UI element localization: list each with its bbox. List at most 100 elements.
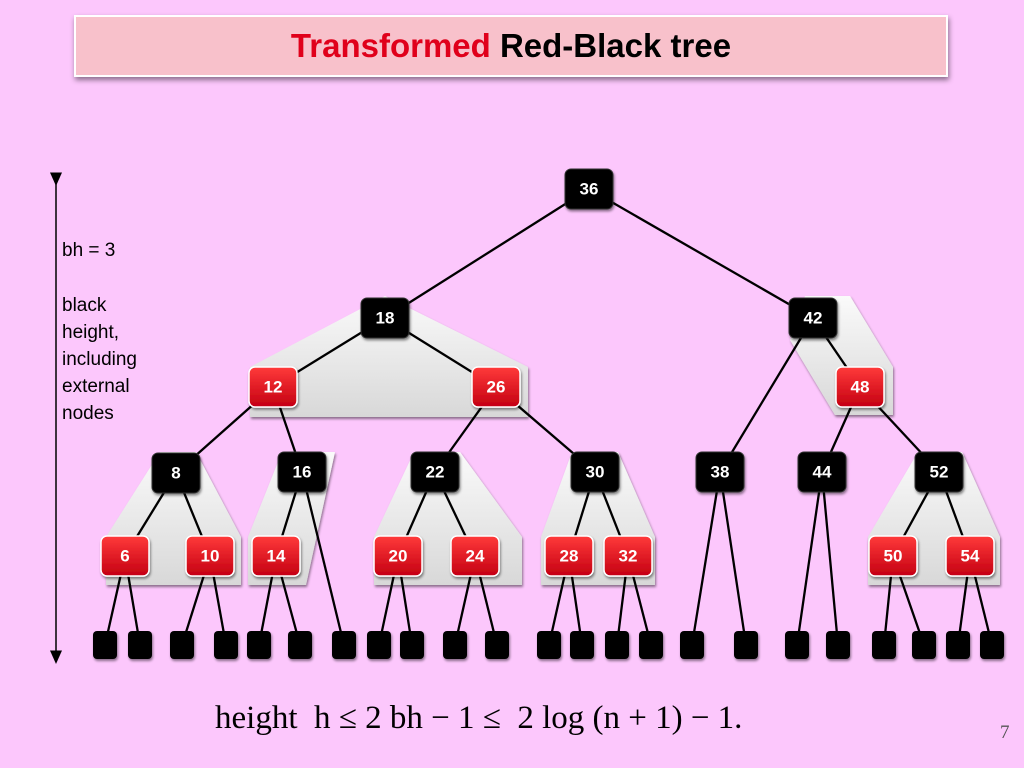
- node-box-44: [797, 451, 847, 493]
- external-leaf-node: [443, 631, 467, 659]
- external-leaf-node: [872, 631, 896, 659]
- title-transformed: Transformed: [290, 27, 491, 64]
- node-label-38: 38: [711, 463, 730, 482]
- tree-node-28: 28: [544, 535, 594, 577]
- node-label-6: 6: [120, 547, 129, 566]
- node-label-30: 30: [586, 463, 605, 482]
- annotation-line-5: nodes: [62, 403, 114, 424]
- edge-38-leaf: [718, 471, 748, 646]
- external-leaf-node: [214, 631, 238, 659]
- external-leaves: [93, 631, 1004, 659]
- node-box-50: [868, 535, 918, 577]
- external-leaf-node: [912, 631, 936, 659]
- external-leaf-node: [946, 631, 970, 659]
- page-number: 7: [1000, 722, 1010, 743]
- node-box-12: [248, 366, 298, 408]
- tree-node-24: 24: [450, 535, 500, 577]
- node-label-26: 26: [487, 378, 506, 397]
- slide-title: Transformed Red-Black tree: [74, 15, 948, 77]
- external-leaf-node: [288, 631, 312, 659]
- edge-44-leaf: [795, 471, 824, 646]
- external-leaf-node: [537, 631, 561, 659]
- node-label-18: 18: [376, 309, 395, 328]
- node-box-36: [564, 168, 614, 210]
- node-label-10: 10: [201, 547, 220, 566]
- external-leaf-node: [605, 631, 629, 659]
- node-box-6: [100, 535, 150, 577]
- tree-node-38: 38: [695, 451, 745, 493]
- node-box-42: [788, 297, 838, 339]
- tree-node-42: 42: [788, 297, 838, 339]
- node-label-12: 12: [264, 378, 283, 397]
- external-leaf-node: [332, 631, 356, 659]
- external-leaf-node: [980, 631, 1004, 659]
- tree-node-14: 14: [251, 535, 301, 577]
- tree-node-20: 20: [373, 535, 423, 577]
- tree-node-36: 36: [564, 168, 614, 210]
- node-box-38: [695, 451, 745, 493]
- node-label-16: 16: [293, 463, 312, 482]
- tree-node-52: 52: [914, 451, 964, 493]
- edge-38-leaf: [690, 471, 722, 646]
- external-leaf-node: [93, 631, 117, 659]
- external-leaf-node: [170, 631, 194, 659]
- external-leaf-node: [734, 631, 758, 659]
- tree-node-44: 44: [797, 451, 847, 493]
- external-leaf-node: [570, 631, 594, 659]
- external-leaf-node: [247, 631, 271, 659]
- external-leaf-node: [128, 631, 152, 659]
- node-label-36: 36: [580, 180, 599, 199]
- tree-nodes: 36 18 42 12 26 48 8 16 22 30 38 44 52 6 10 14 20 24 28 32 50…: [100, 168, 995, 577]
- edge-36-42: [588, 188, 814, 319]
- node-box-20: [373, 535, 423, 577]
- height-formula: height h ≤ 2 bh − 1 ≤ 2 log (n + 1) − 1.: [215, 700, 743, 736]
- node-box-24: [450, 535, 500, 577]
- node-label-44: 44: [813, 463, 832, 482]
- node-box-10: [185, 535, 235, 577]
- node-label-22: 22: [426, 463, 445, 482]
- annotation-line-1: black: [62, 295, 107, 316]
- tree-node-26: 26: [471, 366, 521, 408]
- external-leaf-node: [826, 631, 850, 659]
- tree-node-16: 16: [277, 451, 327, 493]
- node-box-18: [360, 297, 410, 339]
- tree-node-10: 10: [185, 535, 235, 577]
- tree-node-48: 48: [835, 366, 885, 408]
- node-box-32: [603, 535, 653, 577]
- annotation-line-3: including: [62, 349, 137, 370]
- node-label-52: 52: [930, 463, 949, 482]
- node-label-32: 32: [619, 547, 638, 566]
- node-label-20: 20: [389, 547, 408, 566]
- tree-node-50: 50: [868, 535, 918, 577]
- node-box-26: [471, 366, 521, 408]
- node-box-52: [914, 451, 964, 493]
- tree-node-18: 18: [360, 297, 410, 339]
- annotation-line-4: external: [62, 376, 130, 397]
- edge-16-leaf: [300, 471, 346, 646]
- hull-18-12-26: [250, 296, 528, 417]
- edge-42-38: [719, 317, 814, 473]
- node-label-24: 24: [466, 547, 485, 566]
- node-label-8: 8: [171, 464, 180, 483]
- edge-36-18: [384, 188, 590, 319]
- external-leaf-node: [785, 631, 809, 659]
- tree-node-8: 8: [151, 452, 201, 494]
- node-label-28: 28: [560, 547, 579, 566]
- node-box-48: [835, 366, 885, 408]
- node-box-30: [570, 451, 620, 493]
- edge-44-leaf: [820, 471, 840, 646]
- node-box-54: [945, 535, 995, 577]
- annotation-line-2: height,: [62, 322, 120, 343]
- node-box-16: [277, 451, 327, 493]
- node-label-48: 48: [851, 378, 870, 397]
- external-leaf-node: [400, 631, 424, 659]
- tree-node-6: 6: [100, 535, 150, 577]
- bh-label: bh = 3: [62, 240, 116, 261]
- external-leaf-node: [485, 631, 509, 659]
- external-leaf-node: [680, 631, 704, 659]
- node-label-14: 14: [267, 547, 286, 566]
- tree-node-30: 30: [570, 451, 620, 493]
- tree-node-54: 54: [945, 535, 995, 577]
- tree-node-22: 22: [410, 451, 460, 493]
- node-box-8: [151, 452, 201, 494]
